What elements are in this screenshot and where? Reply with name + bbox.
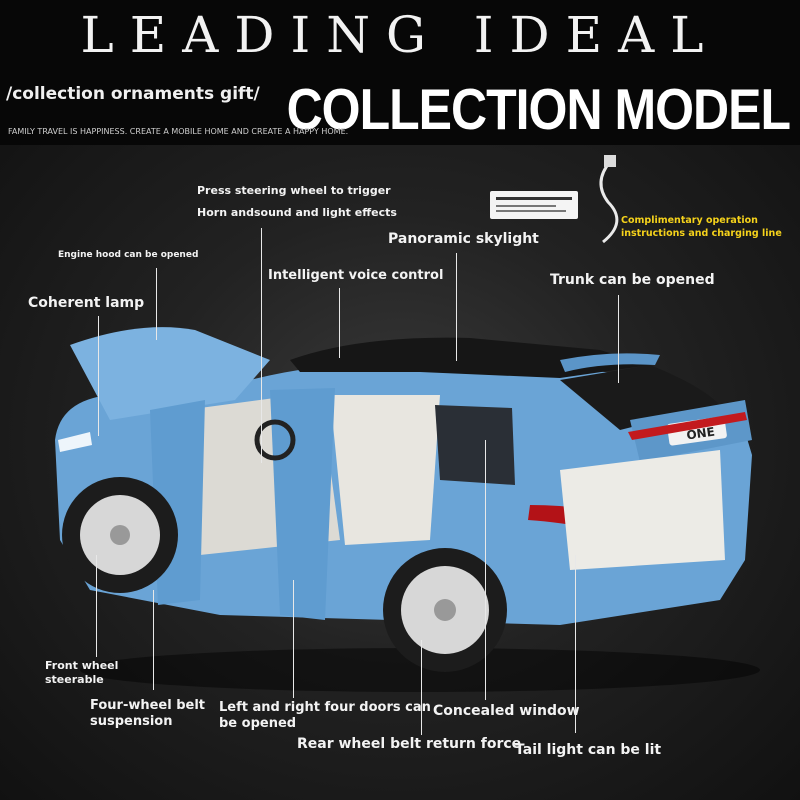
callout-concealed-window: Concealed window (433, 703, 580, 719)
callout-front-wheel-2: steerable (45, 673, 104, 686)
leader-line (96, 555, 97, 657)
rear-wheel (383, 548, 507, 672)
callout-front-wheel-1: Front wheel (45, 659, 119, 672)
callout-complimentary-2: instructions and charging line (621, 228, 782, 239)
leader-line (156, 268, 157, 340)
leader-line (485, 440, 486, 700)
charging-cable-icon (599, 155, 619, 244)
leader-line (618, 295, 619, 383)
leader-line (421, 640, 422, 735)
callout-complimentary-1: Complimentary operation (621, 215, 758, 226)
callout-tail-light: Tail light can be lit (515, 742, 662, 758)
callout-steering-2: Horn andsound and light effects (197, 206, 397, 219)
callout-coherent-lamp: Coherent lamp (28, 295, 145, 311)
callout-steering-1: Press steering wheel to trigger (197, 184, 391, 197)
callout-suspension-2: suspension (90, 714, 173, 729)
front-wheel (62, 477, 178, 593)
main-title: LEADING IDEAL (80, 6, 720, 64)
model-title: COLLECTION MODEL (286, 77, 791, 142)
callout-doors-1: Left and right four doors can (219, 700, 431, 715)
callout-doors-2: be opened (219, 716, 297, 731)
leader-line (456, 253, 457, 361)
car-illustration: ONE (55, 327, 760, 692)
callout-trunk: Trunk can be opened (550, 272, 715, 288)
callout-voice-control: Intelligent voice control (268, 268, 444, 283)
leader-line (575, 555, 576, 733)
callout-skylight: Panoramic skylight (388, 231, 539, 247)
callout-rear-wheel: Rear wheel belt return force (297, 736, 522, 752)
leader-line (98, 316, 99, 436)
header-banner: LEADING IDEAL /collection ornaments gift… (0, 0, 800, 145)
subline: FAMILY TRAVEL IS HAPPINESS. CREATE A MOB… (8, 127, 349, 136)
instruction-card (490, 191, 578, 219)
callout-suspension-1: Four-wheel belt (90, 698, 206, 713)
tagline: /collection ornaments gift/ (6, 84, 260, 104)
leader-line (339, 288, 340, 358)
leader-line (153, 590, 154, 690)
leader-line (293, 580, 294, 698)
callout-engine-hood: Engine hood can be opened (58, 250, 199, 260)
leader-line (261, 228, 262, 463)
